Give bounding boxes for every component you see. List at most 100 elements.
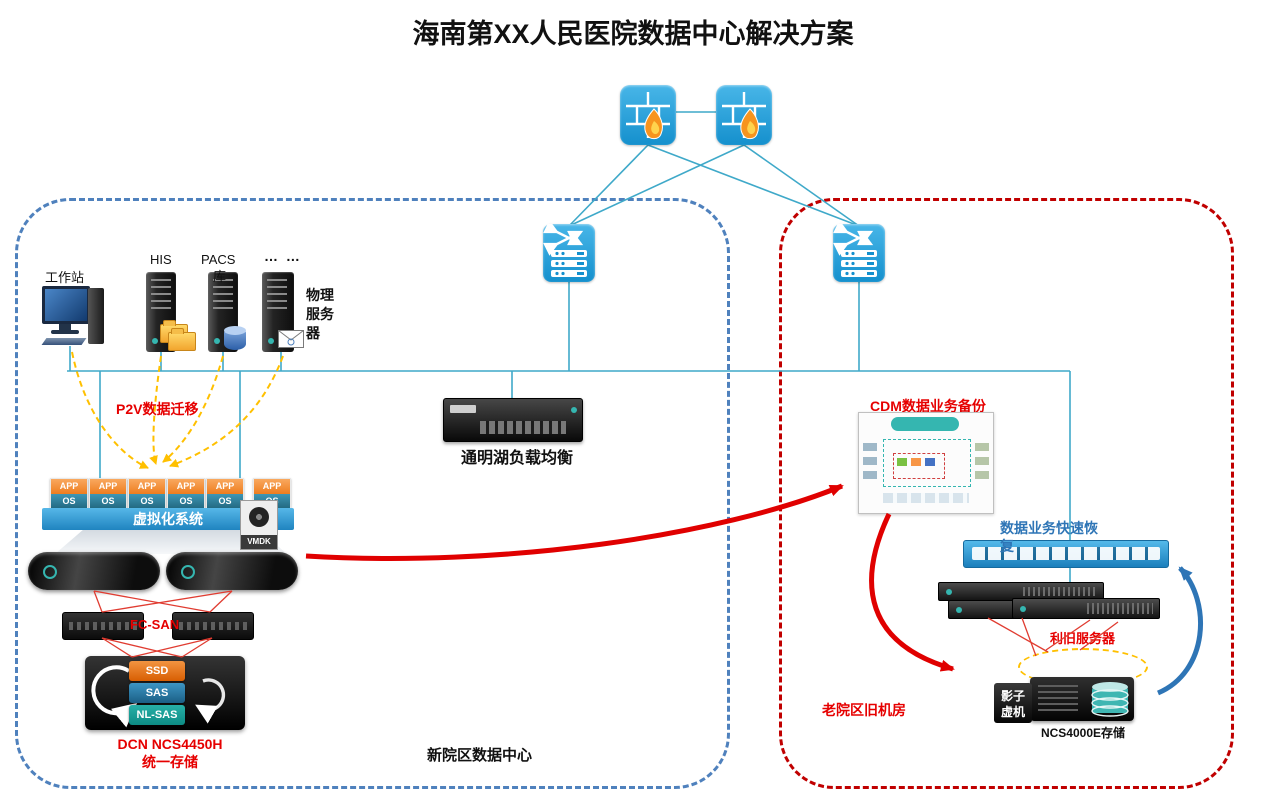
vendor-logo xyxy=(43,565,57,579)
app-label: APP xyxy=(207,479,243,494)
p2v-label: P2V数据迁移 xyxy=(116,401,199,417)
rack-server-icon xyxy=(1012,598,1160,619)
storage-cycle-arrows xyxy=(91,665,226,728)
switch-ports xyxy=(69,622,137,630)
tier-ssd: SSD xyxy=(129,661,185,681)
storage-model: DCN NCS4450H xyxy=(117,736,223,752)
server-led xyxy=(214,338,220,344)
cdm-node xyxy=(975,443,989,451)
switch-ports xyxy=(179,622,247,630)
pacs-sub-label: 库 xyxy=(213,269,227,284)
disk-stack-icon xyxy=(1091,682,1129,717)
cdm-diagram xyxy=(858,412,994,514)
load-balancer-label: 通明湖负载均衡 xyxy=(460,450,573,467)
storage-tier-stack: SSD SAS NL-SAS xyxy=(129,661,185,727)
firewall-glyph xyxy=(626,92,670,140)
server-vents xyxy=(1087,603,1153,614)
shadow-vm-icon: 影子虚机 xyxy=(994,683,1032,723)
folder-icon xyxy=(168,328,196,351)
app-label: APP xyxy=(129,479,165,494)
reuse-servers-label: 利旧服务器 xyxy=(1050,631,1116,646)
os-label: OS xyxy=(207,494,243,509)
server-vents xyxy=(213,279,233,309)
vmdk-icon: VMDK xyxy=(240,500,278,550)
fc-switch-icon xyxy=(172,612,254,640)
server-vents xyxy=(267,279,287,309)
cdm-node xyxy=(975,471,989,479)
vmdk-label: VMDK xyxy=(241,535,277,549)
ellipsis-label: … … xyxy=(264,248,302,264)
cdm-node xyxy=(925,458,935,466)
storage-name-label: DCN NCS4450H 统一存储 xyxy=(95,735,245,771)
server-led xyxy=(956,606,962,613)
recovery-label: 数据业务快速恢复 xyxy=(1000,520,1098,554)
old-campus-label: 老院区旧机房 xyxy=(822,702,906,718)
server-led xyxy=(268,338,274,344)
virtualization-bar: 虚拟化系统 xyxy=(42,508,294,530)
os-label: OS xyxy=(129,494,165,509)
monitor-icon xyxy=(42,286,90,324)
switch-glyph xyxy=(543,220,587,277)
app-label: APP xyxy=(90,479,126,494)
desktop-tower-icon xyxy=(88,288,104,344)
workstation-icon xyxy=(41,286,106,346)
app-label: APP xyxy=(168,479,204,494)
cdm-node xyxy=(863,457,877,465)
load-balancer-icon xyxy=(443,398,583,442)
cdm-strip xyxy=(883,493,969,503)
disk-glyph xyxy=(249,507,269,527)
ncs4000e-label: NCS4000E存储 xyxy=(1040,726,1126,740)
server-vents xyxy=(1023,587,1097,596)
workstation-label: 工作站 xyxy=(45,270,85,285)
server-led xyxy=(152,338,158,344)
cdm-node xyxy=(975,457,989,465)
cdm-label: CDM数据业务备份 xyxy=(870,398,986,414)
virtualization-host-icon xyxy=(28,552,160,590)
physical-server-label: 物理服务器 xyxy=(306,287,334,341)
app-label: APP xyxy=(51,479,87,494)
cdm-inner-box xyxy=(893,453,945,479)
pacs-label: PACS xyxy=(201,252,236,267)
firewall-icon xyxy=(620,85,676,145)
tier-nlsas: NL-SAS xyxy=(129,705,185,725)
server-vents xyxy=(1038,685,1078,713)
cdm-node xyxy=(863,471,877,479)
ncs4000e-storage-icon xyxy=(1030,677,1134,721)
cdm-pool-box xyxy=(883,439,971,487)
fcsan-label: FC-SAN xyxy=(130,617,180,632)
core-switch-icon xyxy=(543,220,595,282)
his-label: HIS xyxy=(150,252,172,267)
firewall-icon xyxy=(716,85,772,145)
new-campus-label: 新院区数据中心 xyxy=(427,747,533,764)
keyboard-icon xyxy=(41,338,87,345)
storage-role: 统一存储 xyxy=(142,754,198,771)
unified-storage-icon: SSD SAS NL-SAS xyxy=(85,656,245,730)
database-icon xyxy=(224,326,246,350)
server-vents xyxy=(151,279,171,309)
firewall-glyph xyxy=(722,92,766,140)
monitor-stand xyxy=(59,324,71,330)
server-slots xyxy=(972,547,1160,560)
mail-icon xyxy=(278,330,304,353)
shadow-vm-label: 影子虚机 xyxy=(1000,689,1025,719)
monitor-base xyxy=(51,330,79,334)
os-label: OS xyxy=(51,494,87,509)
cdm-node xyxy=(863,443,877,451)
os-label: OS xyxy=(90,494,126,509)
lb-ports xyxy=(480,421,566,434)
fc-switch-icon xyxy=(62,612,144,640)
switch-glyph xyxy=(833,220,877,277)
core-switch-icon xyxy=(833,220,885,282)
cdm-node xyxy=(911,458,921,466)
page-title: 海南第XX人民医院数据中心解决方案 xyxy=(412,19,854,49)
os-label: OS xyxy=(168,494,204,509)
vendor-logo xyxy=(181,565,195,579)
lb-logo xyxy=(450,405,476,413)
app-label: APP xyxy=(254,479,290,494)
lb-led xyxy=(571,407,577,413)
